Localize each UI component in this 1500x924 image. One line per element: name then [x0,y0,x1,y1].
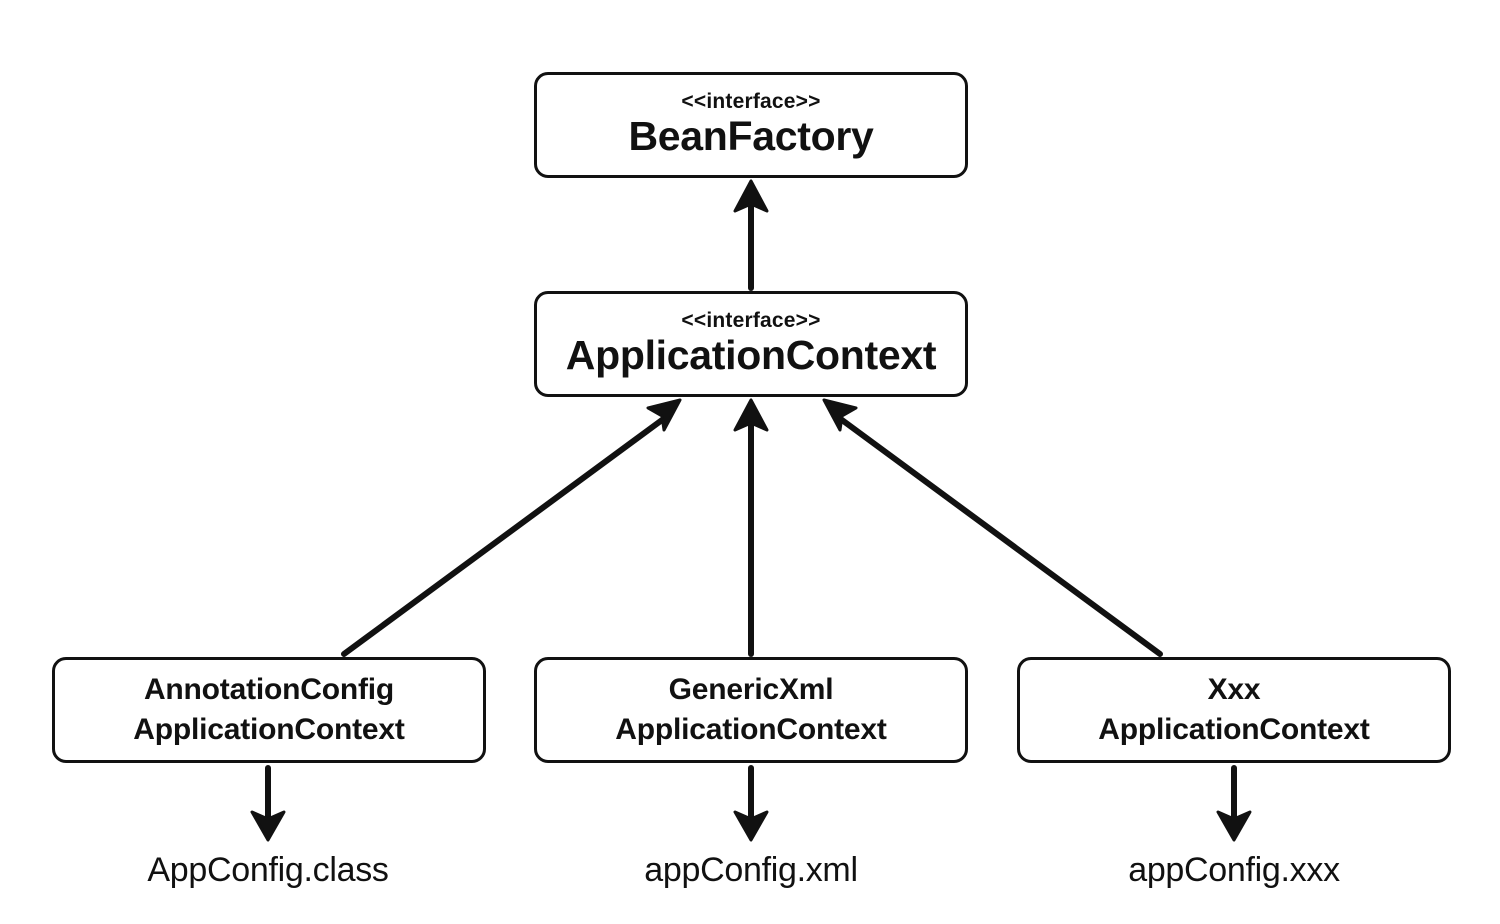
arrow-annotation-to-app-context [341,417,665,657]
bean-factory-stereotype: <<interface>> [681,90,821,113]
implementation-name-line1: GenericXml [668,673,834,706]
bean-factory-name: BeanFactory [628,113,874,159]
arrowhead-annotation-config [250,810,286,842]
implementation-name-line2: ApplicationContext [615,713,887,746]
generic-xml-app-context-box: GenericXml ApplicationContext [534,657,968,763]
implementation-name-line2: ApplicationContext [133,713,405,746]
arrow-xxx-to-app-context [839,417,1163,657]
arrowhead-app-context-center [733,398,769,432]
arrowhead-app-context-right [822,398,858,432]
config-xxx-label: appConfig.xxx [1128,851,1340,889]
bean-factory-box: <<interface>> BeanFactory [534,72,968,178]
implementation-name-line1: AnnotationConfig [143,673,395,706]
implementation-name-line2: ApplicationContext [1098,713,1370,746]
xxx-app-context-box: Xxx ApplicationContext [1017,657,1451,763]
arrowhead-genericxml-config [733,810,769,842]
annotation-config-app-context-box: AnnotationConfig ApplicationContext [52,657,486,763]
application-context-name: ApplicationContext [565,332,937,378]
arrowhead-xxx-config [1216,810,1252,842]
arrowhead-bean-factory [733,179,769,213]
application-context-box: <<interface>> ApplicationContext [534,291,968,397]
config-xml-label: appConfig.xml [644,851,858,889]
application-context-stereotype: <<interface>> [681,309,821,332]
arrowhead-app-context-left [646,398,682,432]
implementation-name-line1: Xxx [1207,673,1261,706]
config-annotation-label: AppConfig.class [147,851,389,889]
